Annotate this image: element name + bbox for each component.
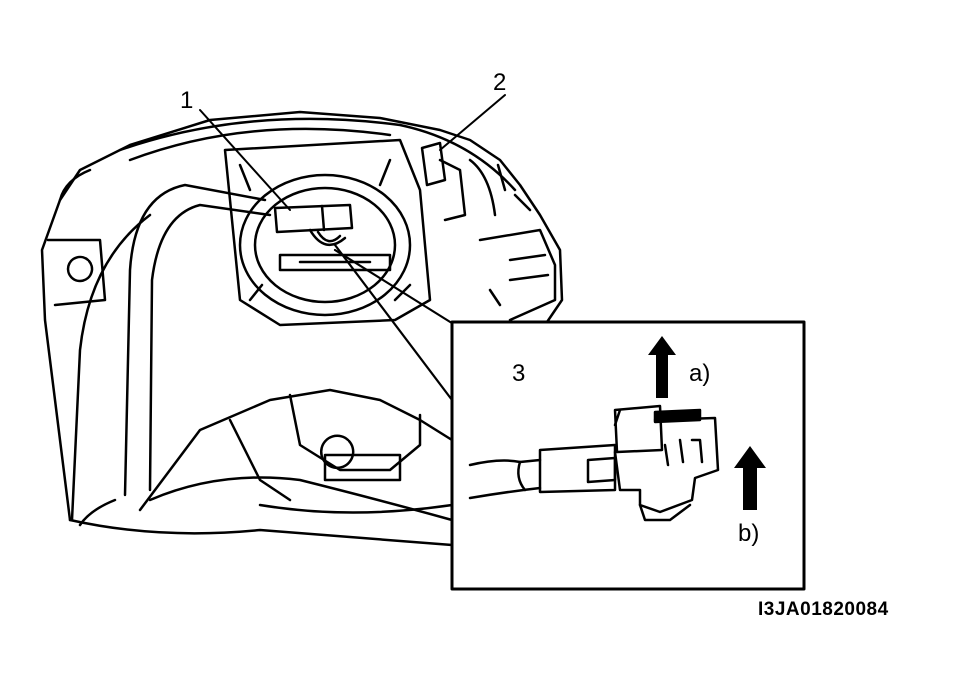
- arrow-a-up: [648, 336, 676, 398]
- connector-2: [420, 141, 532, 222]
- zoom-projection-lines: [333, 243, 457, 402]
- callout-b: b): [738, 520, 760, 547]
- connector-1: [273, 203, 354, 247]
- detail-fingers: [468, 458, 542, 500]
- figure-code: I3JA01820084: [758, 599, 889, 620]
- arrow-b-up: [734, 446, 766, 510]
- detail-connector: [538, 404, 720, 522]
- callout-2: 2: [493, 69, 507, 96]
- callout-1: 1: [180, 87, 194, 114]
- callout-a: a): [689, 360, 711, 387]
- callout-3: 3: [512, 360, 526, 387]
- wire-harness: [70, 183, 272, 527]
- hub-right-bracket: [478, 228, 557, 322]
- steering-wheel-hub: [40, 110, 564, 547]
- spiral-cable-housing: [223, 138, 432, 327]
